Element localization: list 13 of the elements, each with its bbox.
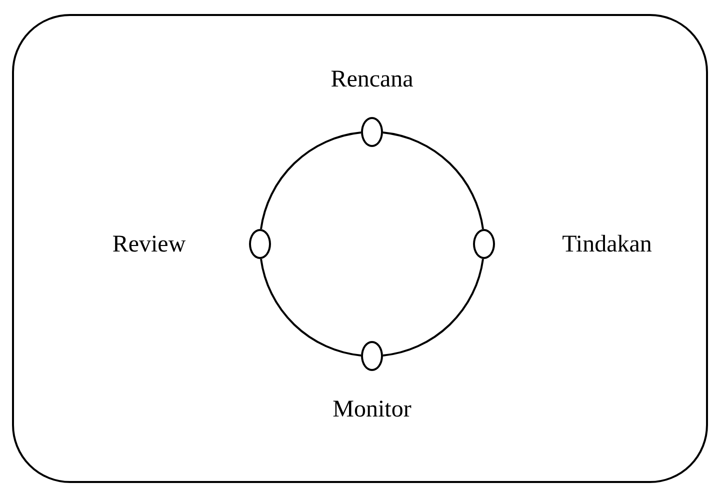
stage-label: Monitor <box>332 396 412 424</box>
small-circle <box>249 229 271 259</box>
stage-label: Review <box>112 232 186 258</box>
circle-arc <box>260 132 362 230</box>
small-circle <box>361 117 383 147</box>
stage-label: Rencana <box>330 66 414 94</box>
circle-arc <box>260 258 362 356</box>
rounded-frame <box>12 14 708 483</box>
circle-arc <box>382 132 484 230</box>
small-circle <box>473 229 495 259</box>
circle-arc <box>382 258 484 356</box>
small-circle <box>361 341 383 371</box>
stage-label: Tindakan <box>562 232 652 258</box>
